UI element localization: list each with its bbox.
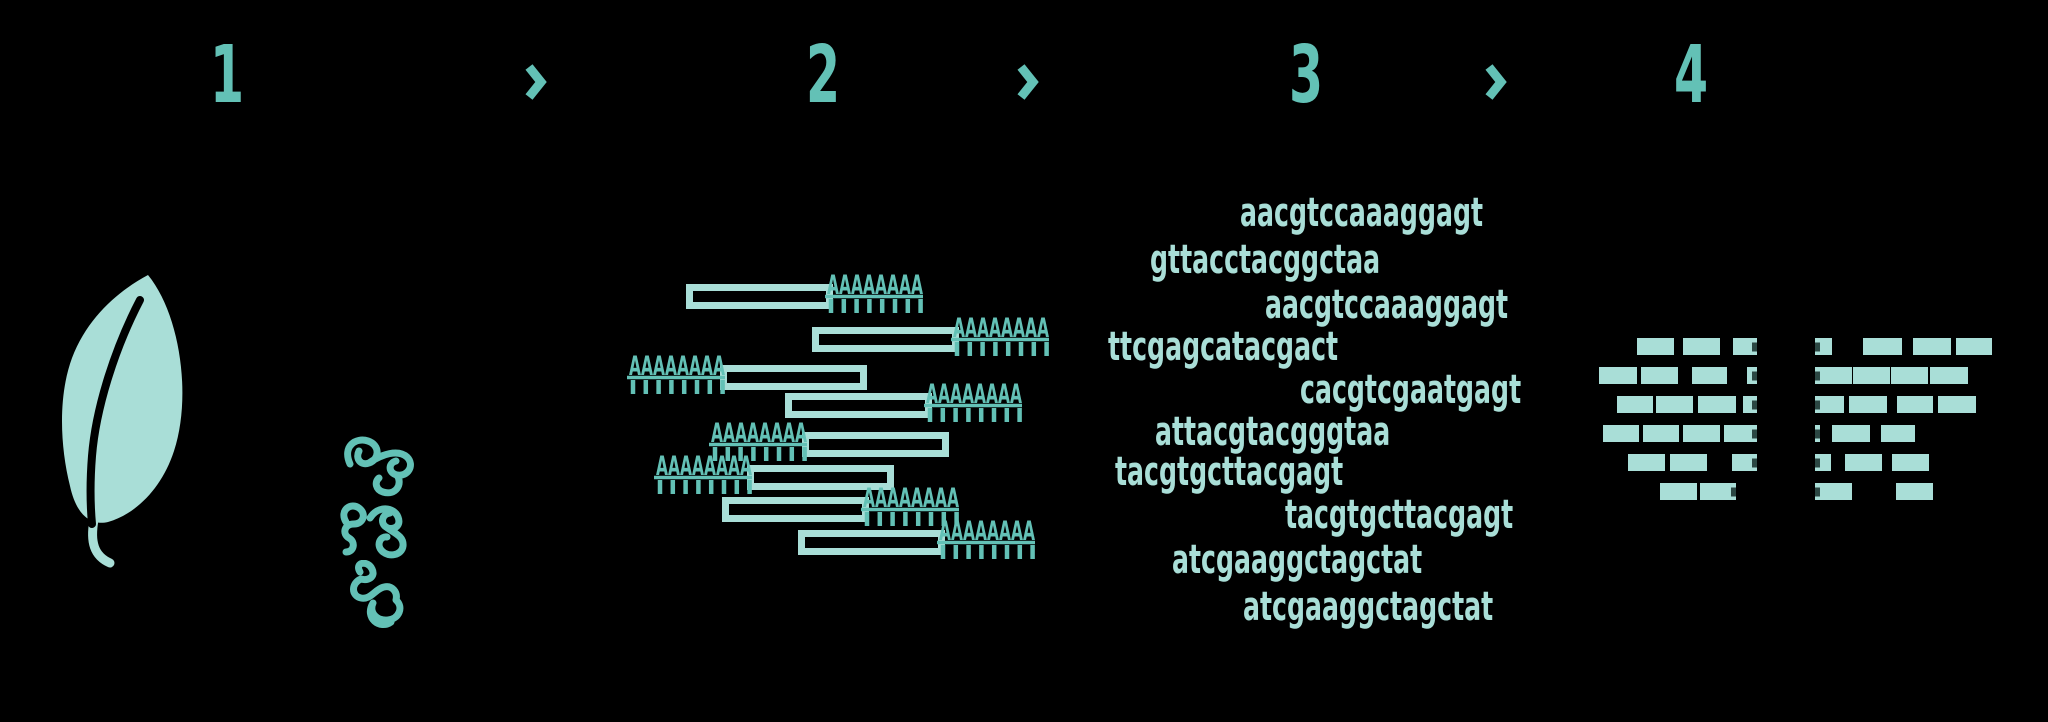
mrna-molecule: AAAAAAAA: [709, 422, 949, 461]
mrna-body: [720, 365, 867, 390]
sequence-read: aacgtccaaaggagt: [1265, 282, 1509, 328]
mrna-molecule: AAAAAAAA: [798, 520, 1035, 559]
contig-brick: [1670, 454, 1707, 471]
sequence-read: ttcgagcatacgact: [1108, 324, 1339, 370]
step-number-2: 2: [805, 29, 841, 121]
sequence-read: tacgtgcttacgagt: [1115, 449, 1344, 495]
contig-brick: [1743, 396, 1757, 413]
polya-tail: AAAAAAAA: [627, 355, 725, 394]
contig-brick: [1683, 338, 1720, 355]
polya-tail: AAAAAAAA: [825, 274, 923, 313]
rna-molecule-icon: [350, 560, 404, 628]
contig-brick: [1815, 425, 1820, 442]
rna-molecule-icon: [340, 502, 407, 559]
contig-brick: [1603, 425, 1639, 442]
contig-brick: [1628, 454, 1665, 471]
polya-tail: AAAAAAAA: [937, 520, 1035, 559]
mrna-molecule: AAAAAAAA: [627, 355, 867, 394]
contig-brick: [1956, 338, 1992, 355]
contig-brick: [1938, 396, 1976, 413]
contig-brick: [1815, 367, 1852, 384]
leaf-icon: [62, 275, 183, 568]
contig-brick: [1656, 396, 1693, 413]
contig-brick: [1881, 425, 1915, 442]
contig-brick: [1930, 367, 1968, 384]
contig-brick: [1896, 483, 1933, 500]
sequence-read: attacgtacgggtaa: [1155, 409, 1391, 455]
contig-brick: [1724, 425, 1757, 442]
polya-tail: AAAAAAAA: [924, 383, 1022, 422]
arrow-right-icon: [525, 64, 547, 100]
polya-tail: AAAAAAAA: [654, 455, 752, 494]
rna-molecule-icon: [344, 436, 414, 497]
contig-brick: [1733, 338, 1757, 355]
contig-brick: [1692, 367, 1727, 384]
sequence-read: atcgaaggctagctat: [1172, 537, 1423, 583]
contig-brick: [1660, 483, 1697, 500]
contig-brick: [1897, 396, 1933, 413]
sequence-read: atcgaaggctagctat: [1243, 584, 1494, 630]
polya-tail: AAAAAAAA: [861, 487, 959, 526]
contig-brick: [1815, 483, 1852, 500]
mrna-molecule: AAAAAAAA: [812, 317, 1049, 356]
contig-brick: [1698, 396, 1736, 413]
contig-brick: [1683, 425, 1720, 442]
arrow-right-icon: [1485, 64, 1507, 100]
contig-brick: [1815, 338, 1832, 355]
contig-brick: [1849, 396, 1887, 413]
polya-tail: AAAAAAAA: [709, 422, 807, 461]
mrna-body: [722, 497, 869, 522]
arrow-right-icon: [1017, 64, 1039, 100]
contig-brick: [1832, 425, 1870, 442]
contig-brick: [1617, 396, 1653, 413]
contig-brick: [1815, 454, 1831, 471]
contig-brick: [1637, 338, 1674, 355]
step-number-3: 3: [1288, 29, 1324, 121]
contig-brick: [1845, 454, 1882, 471]
contig-brick: [1747, 367, 1757, 384]
polya-tail: AAAAAAAA: [951, 317, 1049, 356]
step-number-4: 4: [1673, 29, 1709, 121]
mrna-body: [812, 327, 959, 352]
mrna-body: [798, 530, 945, 555]
mrna-molecule: AAAAAAAA: [722, 487, 959, 526]
sequence-read: tacgtgcttacgagt: [1285, 492, 1514, 538]
contig-brick: [1892, 454, 1929, 471]
mrna-body: [686, 284, 833, 309]
step-number-1: 1: [209, 29, 245, 121]
sequence-read: cacgtcgaatgagt: [1300, 367, 1522, 413]
mrna-body: [785, 393, 932, 418]
contig-brick: [1853, 367, 1890, 384]
contig-brick: [1891, 367, 1928, 384]
contig-brick: [1863, 338, 1902, 355]
contig-brick: [1732, 454, 1757, 471]
mrna-molecule: AAAAAAAA: [686, 274, 923, 313]
contig-brick: [1641, 367, 1678, 384]
mrna-molecule: AAAAAAAA: [785, 383, 1022, 422]
contig-brick: [1913, 338, 1951, 355]
mrna-molecule: AAAAAAAA: [654, 455, 894, 494]
contig-brick: [1815, 396, 1844, 413]
contig-brick: [1643, 425, 1679, 442]
mrna-body: [802, 432, 949, 457]
sequence-read: aacgtccaaaggagt: [1240, 190, 1484, 236]
sequence-read: gttacctacggctaa: [1150, 237, 1381, 283]
contig-brick: [1700, 483, 1736, 500]
contig-brick: [1599, 367, 1637, 384]
